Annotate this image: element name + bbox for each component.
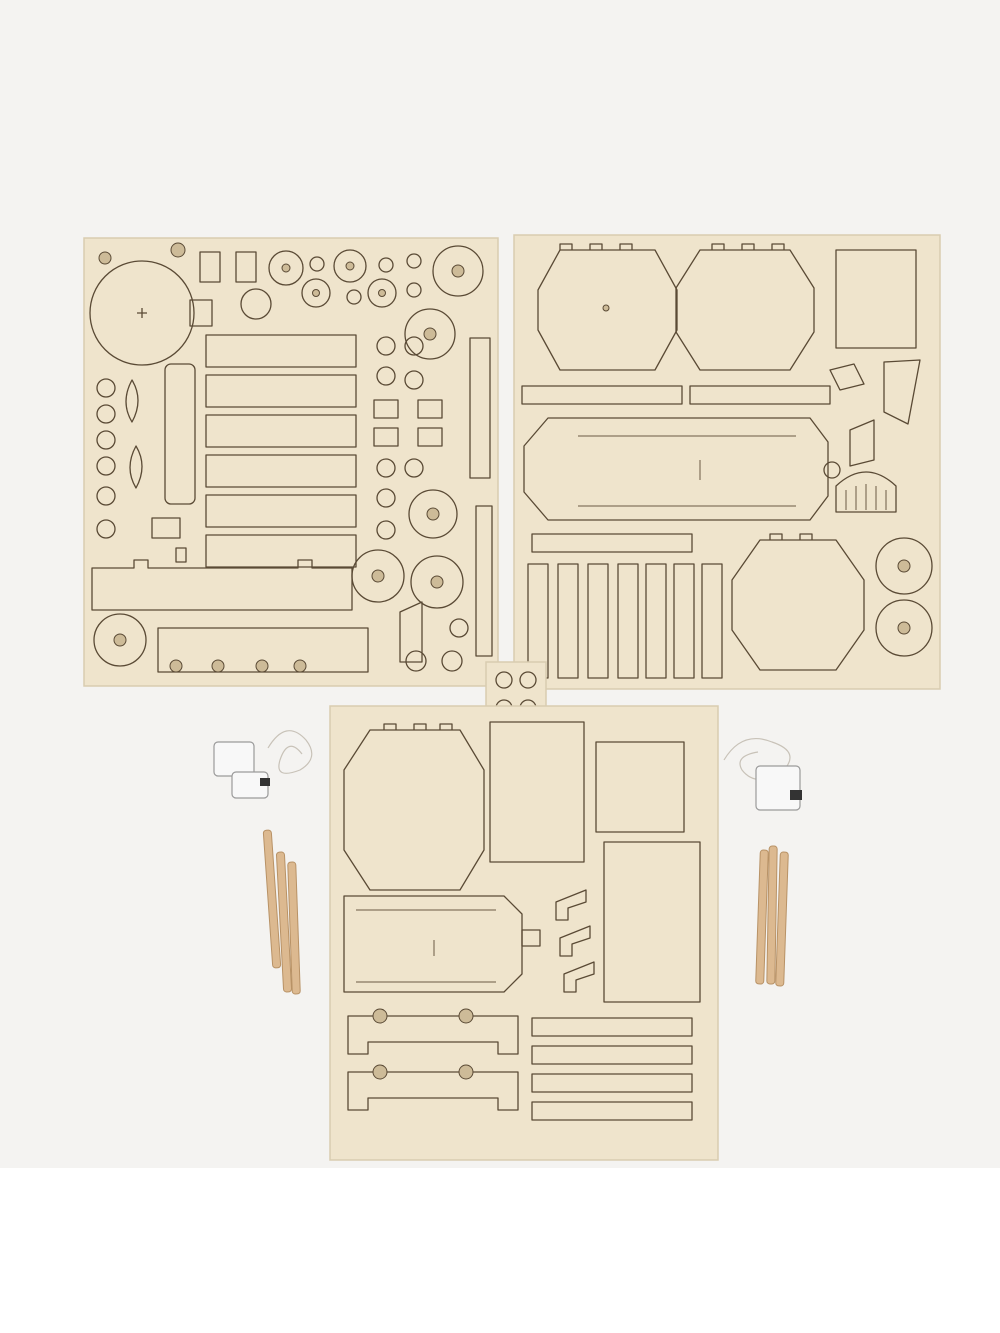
sheet-left-surface [83,237,499,687]
hook-piece [399,601,423,663]
photo-bottom-margin [0,1168,1000,1333]
grill-piece [835,471,897,513]
center-hole [602,304,610,312]
gear-panel-1 [537,249,678,371]
small-tab-2 [235,251,257,283]
end-panel [343,895,523,993]
dowel [287,861,301,995]
small-tab-4 [175,547,187,563]
plywood-sheet-left [83,237,499,687]
wheel [875,537,933,595]
hull-panel [523,417,829,521]
led-battery-box-left [213,730,313,799]
led-battery-box-right [723,738,802,811]
wheel [875,599,933,657]
pillar-piece [164,363,196,505]
plywood-sheet-bottom [329,705,719,1161]
gear-panel-2 [675,249,815,371]
peg-column-left [96,378,143,539]
switch-icon [790,790,802,800]
grill-slats [845,484,887,510]
gear-panel-4 [343,729,485,891]
long-strip [475,505,493,657]
gear-teeth [711,243,785,250]
wooden-dowels-right [755,845,789,987]
cross-slot [137,308,147,318]
led-wire [267,730,313,774]
hook-cluster [555,889,595,993]
long-bar [531,533,693,553]
dowel [775,851,789,987]
bench-piece [347,1015,519,1055]
wooden-dowels-left [262,829,301,995]
pin-hole [823,461,841,479]
dowel [755,849,769,985]
peg-column-middle [373,336,443,540]
base-tab [189,299,213,327]
square-panel [835,249,917,349]
chassis-frame [91,559,353,611]
gear-teeth [383,723,453,730]
gear-teeth [559,243,633,250]
battery-box [755,765,801,811]
angled-piece [883,359,921,425]
dowel [262,829,282,969]
round-base-piece [89,260,195,366]
cross-washer [240,288,272,320]
horizontal-bars [531,1017,693,1121]
battery-box [213,741,255,777]
sheet-right-surface [513,234,941,690]
peg-hole [170,242,186,258]
long-bar [521,385,683,405]
clip-piece [829,363,865,391]
tall-panel-2 [603,841,701,1003]
peg-hole [98,251,112,265]
small-tab-1 [199,251,221,283]
long-strip [469,337,491,479]
wheel-set-bottom [93,489,469,672]
dowel [766,845,778,985]
hull-slots [578,435,796,507]
side-panel-strips [205,334,357,568]
small-tab [521,929,541,947]
wheel-set-top [268,245,484,360]
plywood-sheet-right [513,234,941,690]
dowel [275,851,293,993]
end-panel-slots [356,909,496,983]
switch-icon [260,778,270,786]
chassis-base [157,627,369,673]
gear-panel-3 [731,539,865,671]
bench-piece [347,1071,519,1111]
tall-panel [489,721,585,863]
gear-teeth [769,533,813,540]
small-tab-3 [151,517,181,539]
bracket-piece [849,419,875,467]
square-panel [595,741,685,833]
long-bar [689,385,831,405]
sheet-bottom-surface [329,705,719,1161]
